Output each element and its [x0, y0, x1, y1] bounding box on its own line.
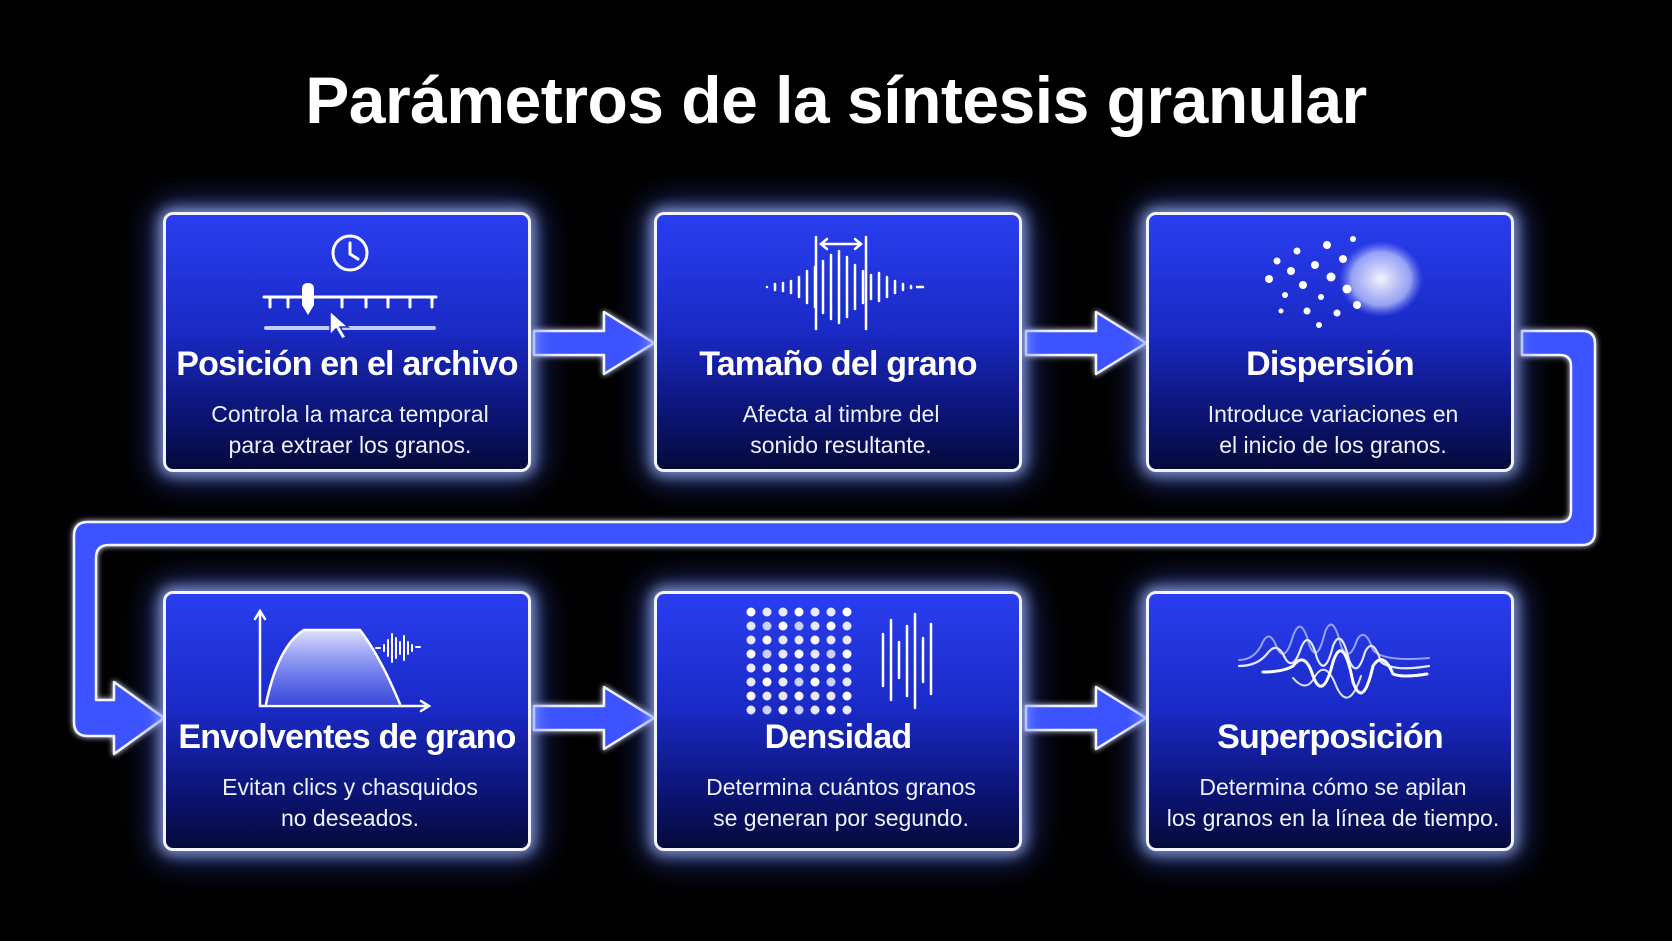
density-dot [746, 663, 756, 673]
density-dot [842, 705, 852, 715]
density-dot [826, 663, 836, 673]
density-dot [842, 635, 852, 645]
arrow-2-3 [1024, 310, 1148, 376]
step-title: Tamaño del grano [699, 345, 977, 383]
overlapping-waves-icon [1237, 623, 1431, 699]
density-dot [826, 705, 836, 715]
density-dot [762, 635, 772, 645]
density-dots [746, 607, 852, 715]
density-dot [842, 621, 852, 631]
density-dot [762, 607, 772, 617]
step-title: Superposición [1217, 718, 1444, 756]
envelope-curve-icon [253, 608, 432, 713]
density-dot [810, 607, 820, 617]
density-dot [746, 607, 756, 617]
density-dot [810, 635, 820, 645]
density-dot [778, 663, 788, 673]
density-dot [746, 621, 756, 631]
density-dot [746, 691, 756, 701]
density-dot [810, 621, 820, 631]
density-dot [842, 663, 852, 673]
density-dot [842, 649, 852, 659]
density-dot [826, 607, 836, 617]
density-dot [794, 663, 804, 673]
density-dot [794, 649, 804, 659]
grain-width-waveform-icon [765, 235, 925, 331]
density-dot [778, 621, 788, 631]
density-dot [810, 663, 820, 673]
density-dot [762, 691, 772, 701]
step-title: Envolventes de grano [178, 718, 516, 756]
density-dot [794, 691, 804, 701]
density-dot [762, 677, 772, 687]
density-dot [794, 607, 804, 617]
density-dot [794, 635, 804, 645]
density-dot [810, 691, 820, 701]
step-title: Posición en el archivo [176, 345, 518, 383]
scattered-particles-icon [1265, 236, 1423, 328]
timeline-clock-cursor-icon [262, 234, 438, 339]
density-dot [762, 663, 772, 673]
density-dot [842, 691, 852, 701]
arrow-4-5 [532, 685, 656, 751]
density-dot [746, 705, 756, 715]
density-dot [762, 621, 772, 631]
density-dot [826, 691, 836, 701]
density-dot [826, 621, 836, 631]
density-dot [746, 677, 756, 687]
density-dot [762, 705, 772, 715]
density-dot [826, 649, 836, 659]
density-dot [842, 677, 852, 687]
step-title: Dispersión [1246, 345, 1415, 383]
density-dot [810, 649, 820, 659]
density-dot [778, 607, 788, 617]
page-title: Parámetros de la síntesis granular [305, 63, 1367, 137]
density-dot [842, 607, 852, 617]
density-dot [794, 621, 804, 631]
density-dot [794, 705, 804, 715]
density-dot [778, 705, 788, 715]
density-dot [778, 649, 788, 659]
arrow-1-2 [532, 310, 656, 376]
dot-grid-density-icon [746, 607, 933, 715]
density-dot [794, 677, 804, 687]
density-dot [810, 705, 820, 715]
step-card-envolventes: Envolventes de grano Evitan clics y chas… [163, 591, 531, 851]
step-title: Densidad [764, 718, 912, 756]
density-dot [778, 691, 788, 701]
density-dot [762, 649, 772, 659]
arrow-5-6 [1024, 685, 1148, 751]
step-card-posicion: Posición en el archivo Controla la marca… [163, 212, 531, 472]
density-dot [826, 677, 836, 687]
density-dot [778, 677, 788, 687]
density-dot [778, 635, 788, 645]
arrow-3-4-wrap [72, 329, 1597, 756]
density-dot [746, 635, 756, 645]
density-dot [746, 649, 756, 659]
density-dot [810, 677, 820, 687]
density-dot [826, 635, 836, 645]
